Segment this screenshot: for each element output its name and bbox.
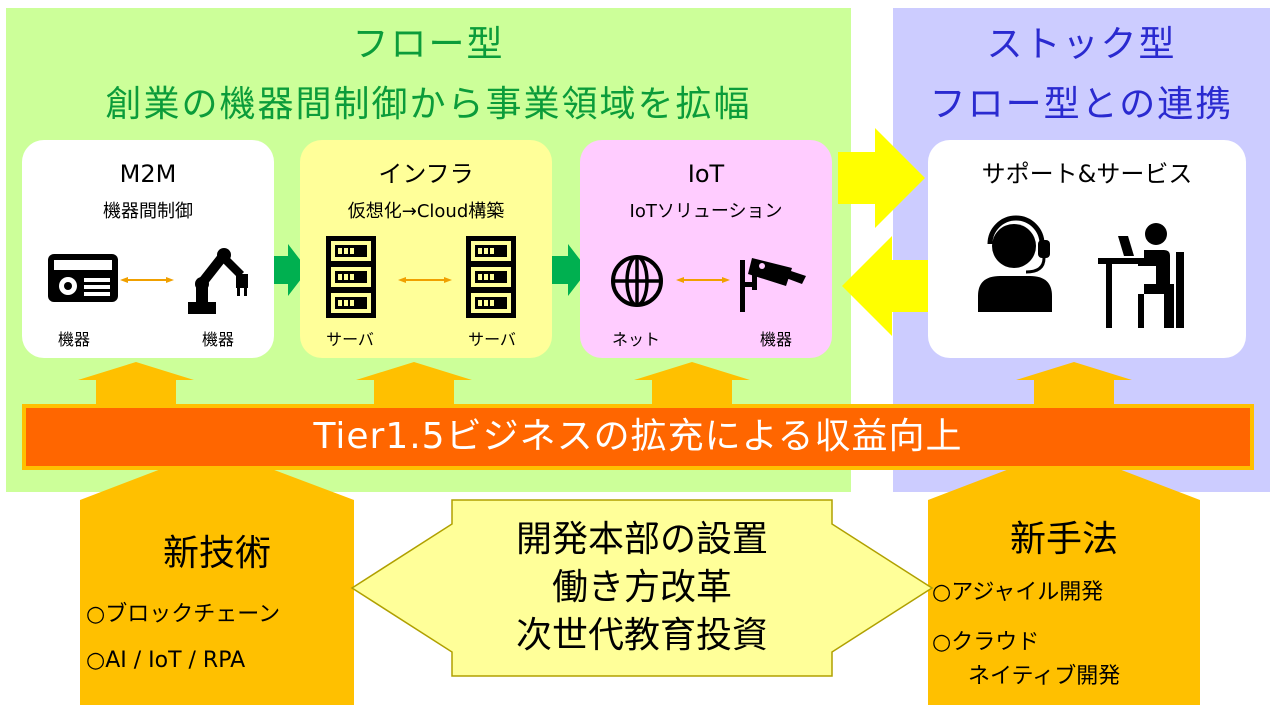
new-method-item: ネイティブ開発 <box>968 664 1121 689</box>
green-arrow-1 <box>266 244 308 296</box>
flow-subtitle: 創業の機器間制御から事業領域を拡幅 <box>105 84 752 125</box>
new-method-title: 新手法 <box>1009 519 1118 560</box>
m2m-title: M2M <box>119 160 177 188</box>
new-tech-item: ○AI / IoT / RPA <box>86 648 246 673</box>
m2m-right-label: 機器 <box>201 330 234 349</box>
iot-link-arrow <box>676 277 730 283</box>
new-method-house <box>928 448 1200 705</box>
server-icon <box>466 236 516 318</box>
headset-person-icon <box>978 215 1052 312</box>
new-tech-title: 新技術 <box>162 533 271 574</box>
m2m-subtitle: 機器間制御 <box>103 201 193 222</box>
iot-right-label: 機器 <box>759 330 792 349</box>
up-arrow-1 <box>78 362 194 404</box>
center-double-arrow <box>350 499 934 677</box>
iot-left-label: ネット <box>611 330 660 349</box>
new-method-item: ○クラウド <box>932 630 1040 655</box>
new-method-item: ○アジャイル開発 <box>932 580 1104 605</box>
revenue-banner: Tier1.5ビジネスの拡充による収益向上 <box>22 404 1254 470</box>
iot-subtitle: IoTソリューション <box>629 201 783 222</box>
new-tech-item: ○ブロックチェーン <box>86 602 281 627</box>
flow-title: フロー型 <box>352 24 505 65</box>
new-tech-house <box>80 448 354 705</box>
yellow-arrow-right <box>838 128 925 228</box>
infra-subtitle: 仮想化→Cloud構築 <box>347 201 505 222</box>
support-card <box>928 140 1246 358</box>
support-title: サポート&サービス <box>981 160 1193 188</box>
globe-icon <box>611 255 663 307</box>
up-arrow-3 <box>634 362 750 404</box>
m2m-left-label: 機器 <box>57 330 90 349</box>
up-arrow-2 <box>356 362 472 404</box>
infra-left-label: サーバ <box>326 330 374 349</box>
green-arrow-2 <box>546 244 588 296</box>
infra-right-label: サーバ <box>468 330 516 349</box>
up-arrow-4 <box>1016 362 1132 404</box>
m2m-link-arrow <box>120 277 174 283</box>
infra-title: インフラ <box>378 160 474 188</box>
m2m-card <box>22 140 274 358</box>
iot-title: IoT <box>687 160 725 188</box>
stock-title: ストック型 <box>986 24 1177 65</box>
yellow-arrow-left <box>842 236 928 336</box>
security-camera-icon <box>740 258 806 312</box>
center-line: 開発本部の設置 <box>515 519 768 560</box>
radio-icon <box>48 254 118 302</box>
robot-arm-icon <box>188 248 248 314</box>
server-icon <box>326 236 376 318</box>
stock-subtitle: フロー型との連携 <box>929 84 1234 125</box>
person-at-desk-icon <box>1098 223 1184 328</box>
center-line: 次世代教育投資 <box>515 615 768 656</box>
infra-link-arrow <box>398 277 452 283</box>
center-line: 働き方改革 <box>551 567 732 608</box>
iot-card <box>580 140 832 358</box>
